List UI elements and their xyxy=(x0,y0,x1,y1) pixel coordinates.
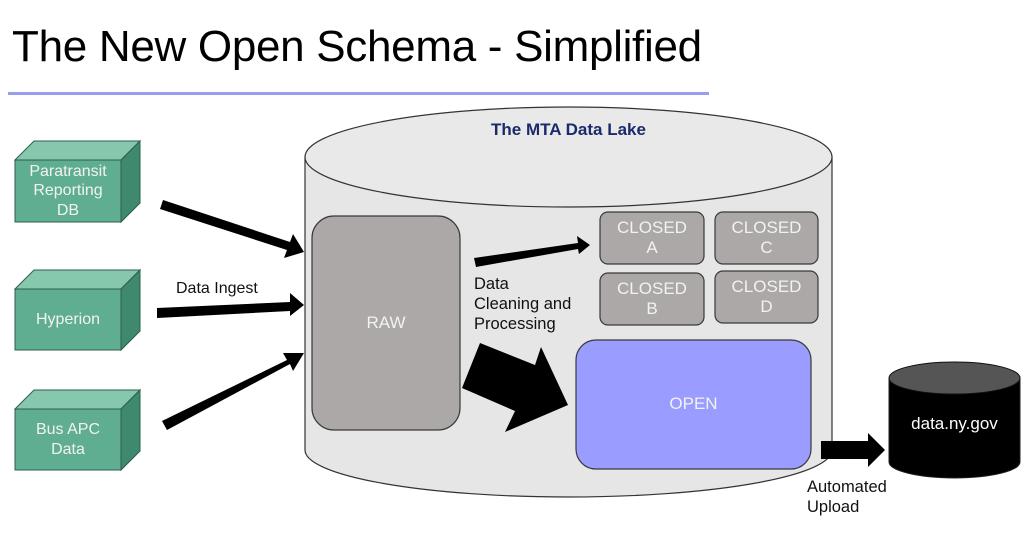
closed-label: CLOSED xyxy=(731,276,802,296)
source-label-line: DB xyxy=(56,201,80,219)
source-label-line: Data xyxy=(51,440,85,458)
upload-label-line: Upload xyxy=(807,498,860,517)
raw-label: RAW xyxy=(366,312,406,332)
title-underline xyxy=(8,92,709,95)
destination-label: data.ny.gov xyxy=(911,413,998,433)
open-label: OPEN xyxy=(669,394,718,414)
closed-letter: D xyxy=(760,297,773,316)
ingest-arrow-paratransit xyxy=(160,200,304,258)
source-label-line: Reporting xyxy=(33,182,103,200)
closed-label: CLOSED xyxy=(617,217,687,237)
processing-label: Data Cleaning and Processing xyxy=(474,274,571,334)
closed-letter: A xyxy=(646,238,658,257)
source-box-paratransit xyxy=(13,139,142,224)
source-label-line: Paratransit xyxy=(29,163,107,181)
closed-label: CLOSED xyxy=(617,278,687,298)
source-label-paratransit: Paratransit Reporting DB xyxy=(15,160,121,222)
destination-cylinder xyxy=(888,361,1021,479)
processing-label-line: Processing xyxy=(474,315,556,334)
closed-label: CLOSED xyxy=(731,217,802,237)
closed-zone-a xyxy=(599,211,705,265)
source-label-bus-apc: Bus APC Data xyxy=(15,409,121,470)
processing-arrow xyxy=(462,343,568,432)
ingest-arrow-bus-apc xyxy=(162,353,304,430)
upload-label: Automated Upload xyxy=(807,477,887,517)
closed-zone-b xyxy=(599,272,705,326)
source-box-hyperion xyxy=(13,268,142,352)
closed-letter: C xyxy=(760,238,773,257)
processing-label-line: Cleaning and xyxy=(474,295,572,314)
closed-zone-c xyxy=(714,211,819,265)
processing-label-line: Data xyxy=(474,275,509,293)
ingest-label: Data Ingest xyxy=(176,280,258,297)
source-label-line: Hyperion xyxy=(35,310,101,328)
ingest-arrow-hyperion xyxy=(157,293,304,318)
data-lake-title: The MTA Data Lake xyxy=(491,120,646,139)
upload-arrow xyxy=(821,433,885,467)
raw-zone xyxy=(311,215,461,431)
closed-letter: B xyxy=(646,299,658,318)
source-box-bus-apc xyxy=(13,388,142,472)
upload-label-line: Automated xyxy=(807,478,887,496)
open-zone xyxy=(575,339,812,470)
closed-zone-d xyxy=(714,270,819,324)
source-label-hyperion: Hyperion xyxy=(15,289,121,350)
source-label-line: Bus APC xyxy=(35,421,101,439)
raw-to-closed-arrow xyxy=(474,236,590,267)
slide-title: The New Open Schema - Simplified xyxy=(12,22,702,71)
